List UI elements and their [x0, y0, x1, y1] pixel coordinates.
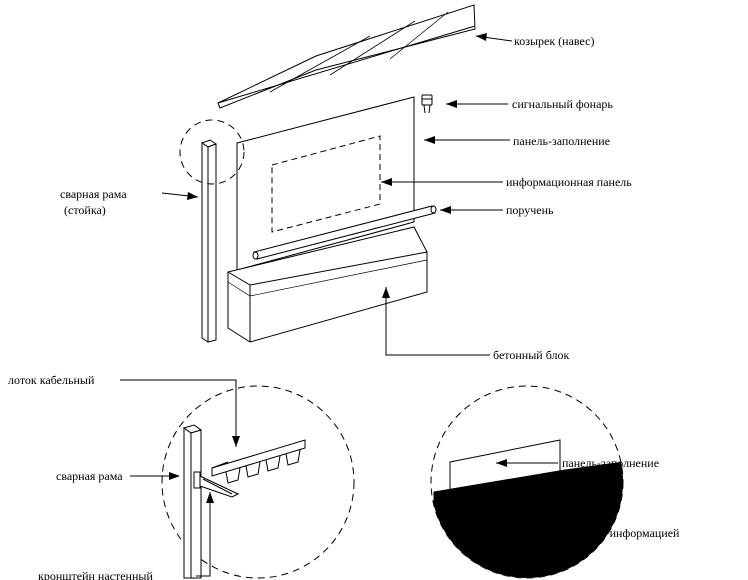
detail-welded-frame [182, 424, 203, 579]
label-handrail: поручень [506, 203, 554, 217]
detail-callout-circle [179, 119, 245, 185]
arrowheads [169, 33, 530, 515]
label-welded-frame-post-sub: (стойка) [64, 203, 106, 217]
label-fill-panel-detail: панель-заполнение [562, 456, 659, 470]
label-info-module: модуль с информацией [562, 526, 680, 540]
detail-cable-tray [211, 439, 306, 484]
canopy [217, 4, 476, 109]
labels: козырек (навес) сигнальный фонарь панель… [8, 34, 680, 580]
info-panel [271, 135, 381, 233]
label-info-panel: информационная панель [506, 175, 632, 189]
label-welded-frame: сварная рама [56, 469, 123, 483]
welded-frame-post [200, 139, 218, 343]
handrail [252, 205, 437, 260]
detail-wall-bracket [193, 471, 240, 498]
label-cable-tray: лоток кабельный [8, 373, 95, 387]
leader-lines [120, 35, 559, 577]
frame-detail-circle [161, 385, 355, 579]
label-wall-bracket: кронштейн настенный [38, 569, 153, 580]
label-fill-panel: панель-заполнение [513, 134, 610, 148]
concrete-block [227, 226, 428, 343]
label-canopy: козырек (навес) [514, 34, 594, 48]
label-concrete-block: бетонный блок [493, 348, 569, 362]
signal-light [421, 94, 433, 114]
label-welded-frame-post: сварная рама [60, 187, 127, 201]
label-signal-light: сигнальный фонарь [512, 97, 613, 111]
